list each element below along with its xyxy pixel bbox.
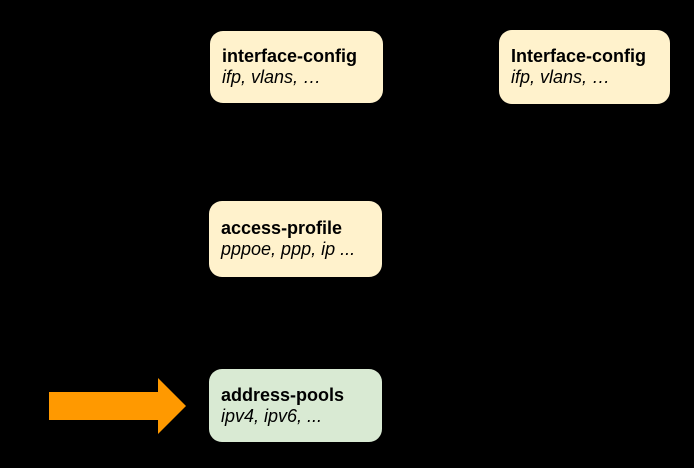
node-subtitle: ifp, vlans, … [222,67,322,87]
node-title: interface-config [222,46,358,66]
node-title: access-profile [221,218,343,238]
node-subtitle: pppoe, ppp, ip ... [221,239,356,259]
node-title: Interface-config [511,46,647,66]
node-interface-config: interface-config ifp, vlans, … [210,31,383,103]
orange-arrow-icon [49,378,186,434]
node-address-pools: address-pools ipv4, ipv6, ... [209,369,382,442]
node-title: address-pools [221,384,345,405]
node-interface-config-capitalized: Interface-config ifp, vlans, … [499,30,670,104]
node-subtitle: ifp, vlans, … [511,67,611,87]
node-subtitle: ipv4, ipv6, ... [221,405,323,426]
node-access-profile: access-profile pppoe, ppp, ip ... [209,201,382,277]
